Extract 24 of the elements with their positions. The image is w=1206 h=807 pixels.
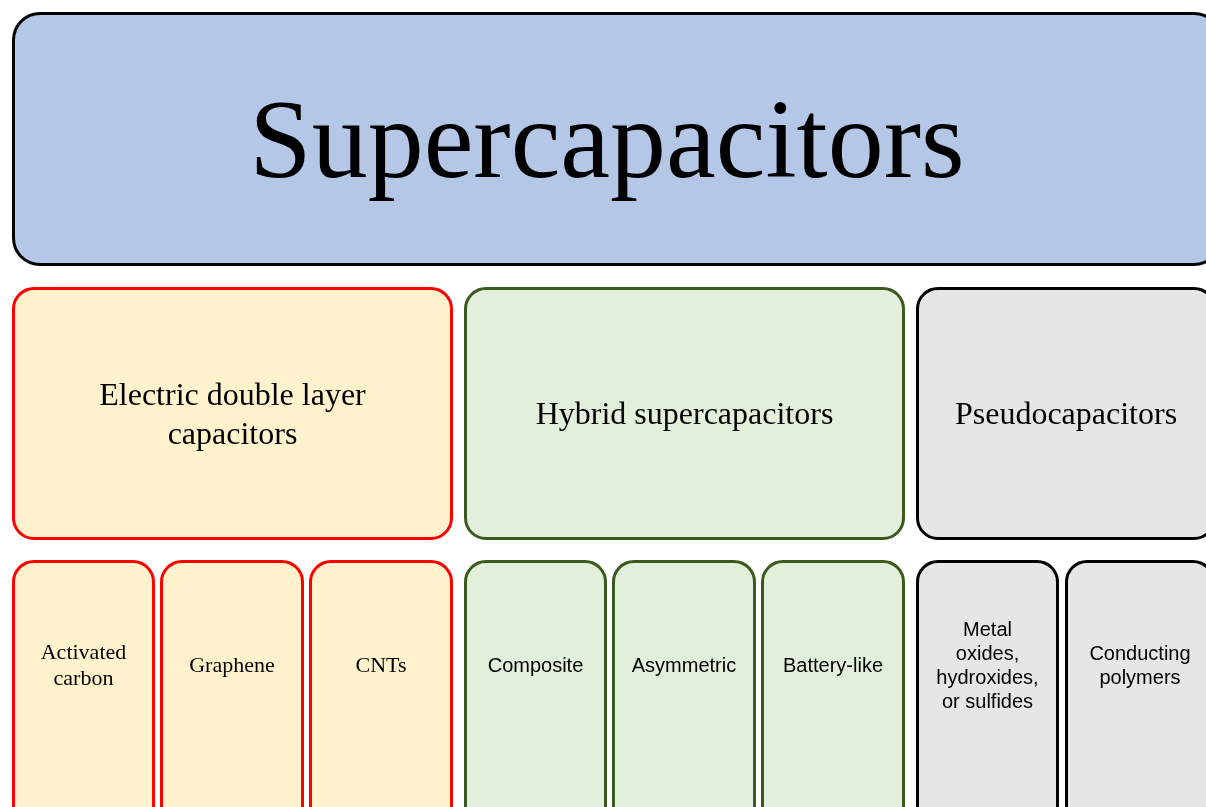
title-text: Supercapacitors bbox=[249, 75, 965, 203]
material-box bbox=[160, 560, 304, 807]
box-label: Composite bbox=[487, 653, 584, 677]
box-label: CNTs bbox=[355, 651, 407, 679]
box-label: Conducting polymers bbox=[1088, 641, 1192, 689]
box-label: Pseudocapacitors bbox=[954, 394, 1178, 433]
material-box bbox=[761, 560, 905, 807]
box-label: Electric double layer capacitors bbox=[98, 375, 367, 452]
box-label: Graphene bbox=[189, 651, 275, 679]
category-box bbox=[12, 287, 453, 540]
title-box bbox=[12, 12, 1206, 266]
material-box bbox=[309, 560, 453, 807]
box-label: Asymmetric bbox=[631, 653, 737, 677]
material-box bbox=[612, 560, 756, 807]
box-label: Battery-like bbox=[783, 653, 883, 677]
material-box bbox=[1065, 560, 1206, 807]
category-box bbox=[464, 287, 905, 540]
box-label: Hybrid supercapacitors bbox=[535, 394, 834, 433]
box-label: Activated carbon bbox=[39, 638, 128, 692]
box-label: Metal oxides, hydroxides, or sulfides bbox=[935, 617, 1040, 713]
material-box bbox=[12, 560, 155, 807]
material-box bbox=[916, 560, 1059, 807]
category-box bbox=[916, 287, 1206, 540]
material-box bbox=[464, 560, 607, 807]
